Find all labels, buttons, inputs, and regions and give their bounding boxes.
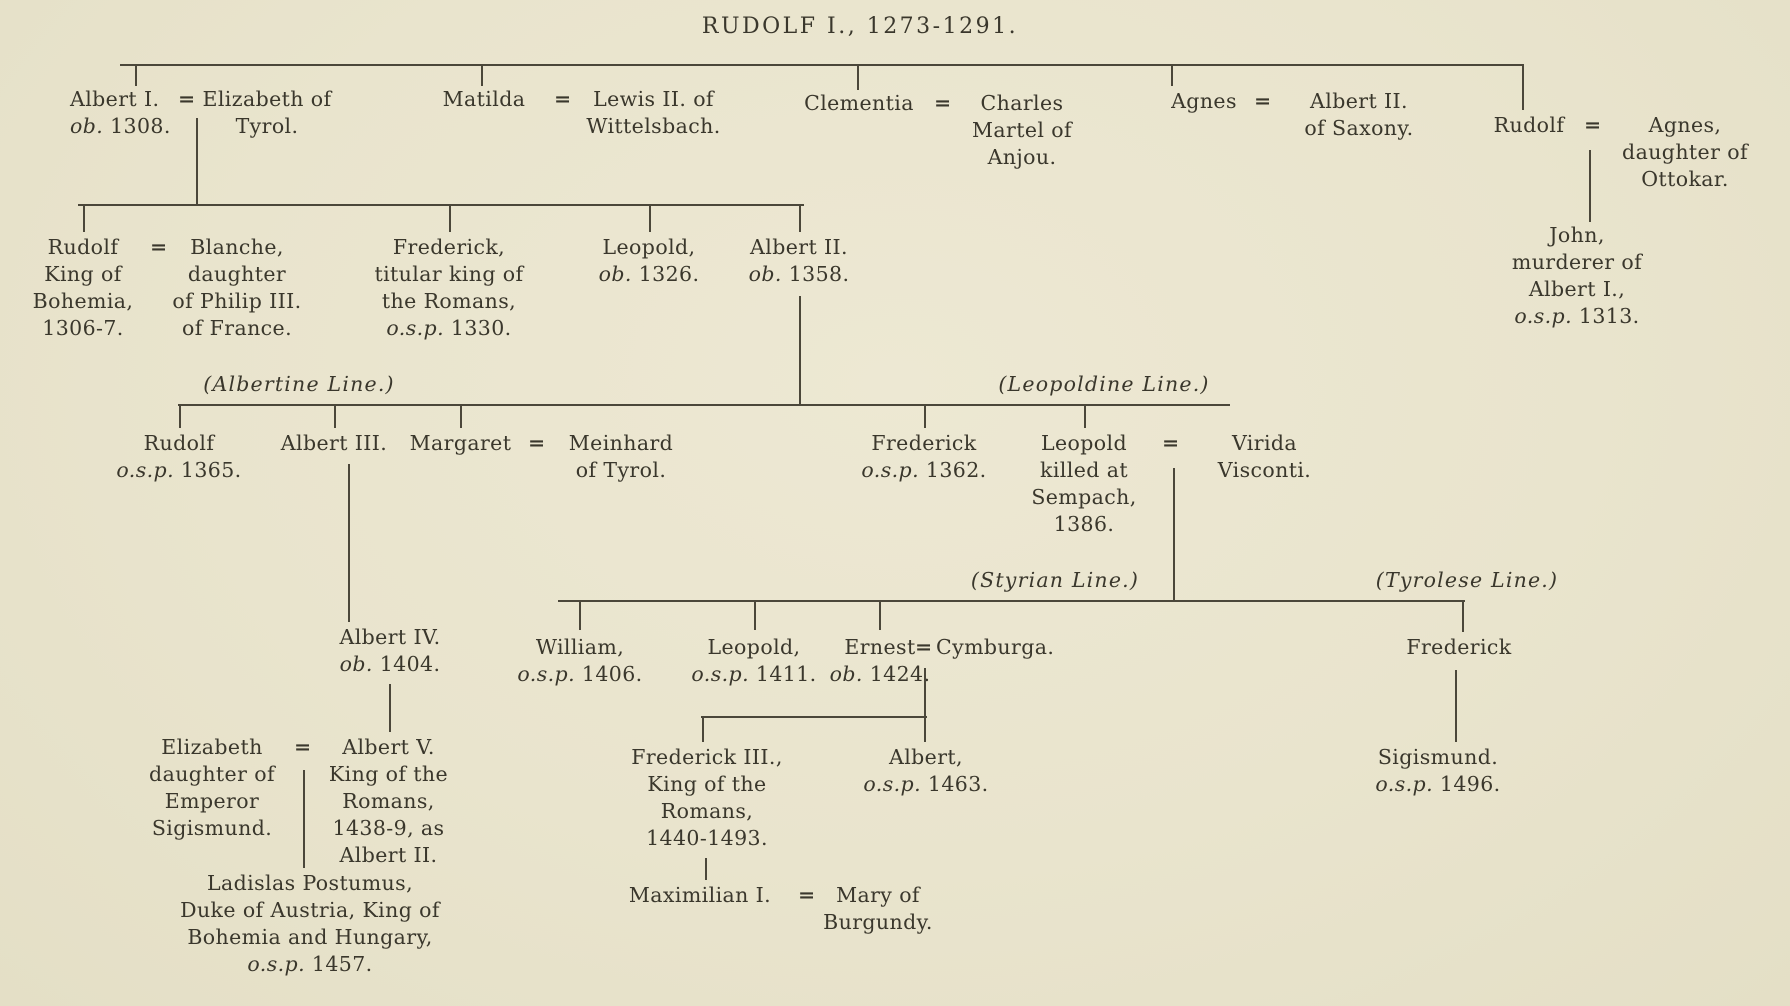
sibling-bar-gen5: [701, 716, 927, 718]
descent-corner-rudolf-jr: [1522, 64, 1524, 110]
descent-tick-albert-ii: [799, 204, 801, 232]
marriage-sign: =: [294, 736, 312, 758]
descent-tick-frederick-titular: [449, 204, 451, 232]
descent-tick-clementia: [857, 64, 859, 90]
descent-tick-matilda: [481, 64, 483, 86]
person-albert-i: Albert I. ob. 1308.: [70, 87, 171, 138]
person-rudolf-bohemia: Rudolf King of Bohemia, 1306-7.: [32, 235, 134, 340]
person-albert-1463: Albert, o.s.p. 1463.: [863, 745, 989, 796]
person-albert-ii: Albert II. ob. 1358.: [748, 235, 850, 286]
person-rudolf-1365: Rudolf o.s.p. 1365.: [116, 431, 242, 482]
marriage-sign: =: [934, 92, 952, 114]
person-john: John, murderer of Albert I., o.s.p. 1313…: [1511, 223, 1643, 328]
person-albert-iv: Albert IV. ob. 1404.: [339, 625, 441, 676]
descent-line-frederick-tyrolese: [1455, 670, 1457, 742]
person-lewis-ii: Lewis II. of Wittelsbach.: [586, 87, 721, 138]
person-matilda: Matilda: [442, 87, 526, 111]
person-meinhard: Meinhard of Tyrol.: [568, 431, 674, 482]
person-leopold-1326: Leopold, ob. 1326.: [598, 235, 700, 286]
branch-label-albertine: (Albertine Line.): [203, 372, 395, 396]
person-frederick-1362: Frederick o.s.p. 1362.: [861, 431, 987, 482]
descent-tick-agnes: [1171, 64, 1173, 86]
descent-tick-rudolf-1365: [179, 404, 181, 428]
marriage-sign: =: [1162, 432, 1180, 454]
marriage-sign: =: [150, 236, 168, 258]
branch-label-leopoldine: (Leopoldine Line.): [998, 372, 1210, 396]
marriage-sign: =: [1584, 114, 1602, 136]
person-margaret: Margaret: [409, 431, 512, 455]
marriage-line-rudolf-agnes: [1589, 150, 1591, 222]
person-frederick-tyrolese: Frederick: [1406, 635, 1512, 659]
marriage-line-leopold-virida: [1173, 468, 1175, 600]
sibling-bar-gen1: [120, 64, 1524, 66]
marriage-line-ernest-cymburga: [924, 668, 926, 718]
descent-tick-leopold-1326: [649, 204, 651, 232]
person-leopold-1411: Leopold, o.s.p. 1411.: [691, 635, 817, 686]
person-ernest: Ernest ob. 1424.: [829, 635, 931, 686]
descent-tick-rudolf-bohemia: [83, 204, 85, 232]
descent-tick-albert-i: [135, 64, 137, 86]
person-elizabeth-of-tyrol: Elizabeth of Tyrol.: [202, 87, 332, 138]
person-albert-iii: Albert III.: [280, 431, 388, 455]
marriage-sign: =: [528, 432, 546, 454]
descent-line-albert-iii: [348, 464, 350, 622]
person-agnes-ottokar: Agnes, daughter of Ottokar.: [1622, 113, 1748, 191]
person-frederick-iii: Frederick III., King of the Romans, 1440…: [631, 745, 783, 850]
descent-tick-margaret: [460, 404, 462, 428]
branch-label-styrian: (Styrian Line.): [970, 568, 1140, 592]
person-virida: Virida Visconti.: [1217, 431, 1312, 482]
marriage-line-albert-elizabeth: [196, 118, 198, 206]
descent-line-frederick-iii: [705, 858, 707, 880]
person-blanche: Blanche, daughter of Philip III. of Fran…: [172, 235, 302, 340]
sibling-bar-gen3: [178, 404, 1230, 406]
branch-label-tyrolese: (Tyrolese Line.): [1375, 568, 1559, 592]
descent-line-albert-iv: [389, 684, 391, 732]
person-agnes: Agnes: [1171, 89, 1237, 113]
sibling-bar-gen4: [558, 600, 1465, 602]
person-rudolf-jr: Rudolf: [1493, 113, 1565, 137]
descent-line-albert-ii: [799, 296, 801, 406]
person-albert-v: Albert V. King of the Romans, 1438-9, as…: [328, 735, 449, 867]
marriage-sign: =: [798, 884, 816, 906]
person-leopold-sempach: Leopold killed at Sempach, 1386.: [1031, 431, 1137, 536]
marriage-sign: =: [178, 88, 196, 110]
person-clementia: Clementia: [804, 91, 914, 115]
descent-tick-frederick-1362: [924, 404, 926, 428]
chart-title: RUDOLF I., 1273-1291.: [701, 14, 1019, 39]
person-albert-ii-saxony: Albert II. of Saxony.: [1304, 89, 1414, 140]
descent-tick-leopold-1411: [754, 600, 756, 630]
descent-tick-albert-iii: [334, 404, 336, 428]
person-cymburga: Cymburga.: [936, 635, 1055, 659]
descent-tick-frederick-iii: [702, 716, 704, 742]
marriage-line-elizabeth-albert-v: [303, 770, 305, 868]
person-frederick-titular: Frederick, titular king of the Romans, o…: [374, 235, 524, 340]
sibling-bar-gen2: [78, 204, 804, 206]
descent-tick-william: [579, 600, 581, 630]
person-sigismund: Sigismund. o.s.p. 1496.: [1375, 745, 1501, 796]
marriage-sign: =: [1254, 90, 1272, 112]
person-mary-of-burgundy: Mary of Burgundy.: [823, 883, 933, 934]
person-charles-martel: Charles Martel of Anjou.: [972, 91, 1072, 169]
person-maximilian: Maximilian I.: [628, 883, 772, 907]
marriage-sign: =: [915, 636, 933, 658]
marriage-sign: =: [554, 88, 572, 110]
descent-tick-leopold-sempach: [1084, 404, 1086, 428]
person-elizabeth-sigismund: Elizabeth daughter of Emperor Sigismund.: [149, 735, 275, 840]
person-ladislas: Ladislas Postumus, Duke of Austria, King…: [180, 871, 440, 976]
descent-tick-ernest: [879, 600, 881, 630]
descent-tick-albert-1463: [924, 716, 926, 742]
descent-corner-frederick-tyrolese: [1462, 600, 1464, 632]
person-william: William, o.s.p. 1406.: [517, 635, 643, 686]
